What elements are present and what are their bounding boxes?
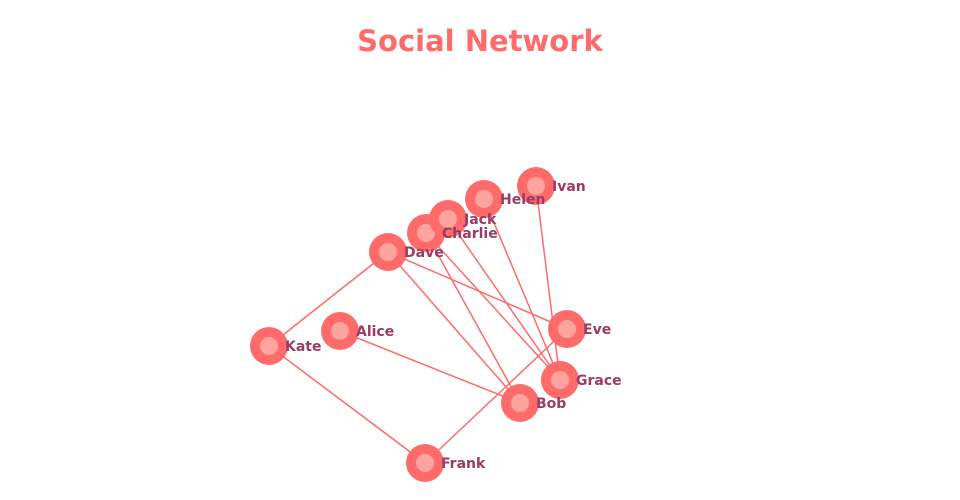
node-label-alice: Alice	[356, 324, 394, 340]
edge-alice-bob	[339, 330, 521, 404]
node-inner-kate	[260, 337, 278, 355]
node-label-eve: Eve	[583, 322, 611, 338]
node-inner-dave	[379, 243, 397, 261]
chart-title: Social Network	[357, 24, 603, 58]
node-label-dave: Dave	[404, 245, 444, 261]
node-inner-eve	[558, 320, 576, 338]
node-label-charlie: Charlie	[442, 226, 498, 242]
edge-kate-frank	[268, 345, 426, 464]
edge-helen-grace	[483, 198, 561, 381]
node-inner-frank	[416, 454, 434, 472]
edge-frank-eve	[424, 328, 568, 464]
node-label-jack: Jack	[463, 212, 497, 228]
node-inner-ivan	[527, 177, 545, 195]
edge-kate-dave	[268, 251, 389, 347]
node-inner-bob	[511, 394, 529, 412]
node-inner-jack	[439, 210, 457, 228]
node-label-ivan: Ivan	[552, 179, 586, 195]
node-inner-alice	[331, 322, 349, 340]
edge-charlie-grace	[425, 232, 561, 381]
node-inner-grace	[551, 371, 569, 389]
edge-dave-bob	[387, 251, 521, 404]
edge-charlie-bob	[425, 232, 521, 404]
node-inner-charlie	[417, 224, 435, 242]
node-label-helen: Helen	[500, 192, 545, 208]
node-label-bob: Bob	[536, 396, 566, 412]
node-label-kate: Kate	[285, 339, 321, 355]
node-inner-helen	[475, 190, 493, 208]
node-label-frank: Frank	[441, 456, 486, 472]
node-label-grace: Grace	[576, 373, 622, 389]
edge-ivan-grace	[535, 185, 561, 381]
